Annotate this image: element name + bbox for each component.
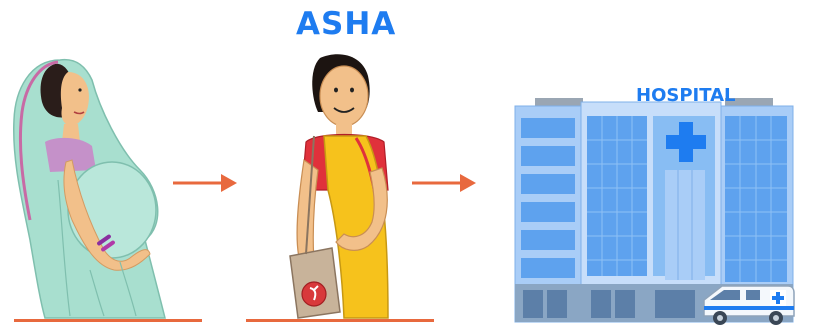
medical-cross-icon: [664, 120, 708, 164]
arrow-right-icon: [412, 172, 478, 194]
pregnant-woman-illustration: [12, 58, 166, 319]
arrow-right-icon: [173, 172, 239, 194]
hospital-sign: HOSPITAL: [636, 85, 736, 106]
pregnant-woman-figure: [0, 50, 185, 320]
asha-title: ASHA: [296, 6, 397, 42]
ambulance-icon: [700, 276, 796, 328]
asha-worker-figure: [284, 50, 406, 320]
baseline-middle: [246, 319, 434, 322]
baseline-left: [14, 319, 202, 322]
asha-worker-illustration: [289, 54, 389, 319]
